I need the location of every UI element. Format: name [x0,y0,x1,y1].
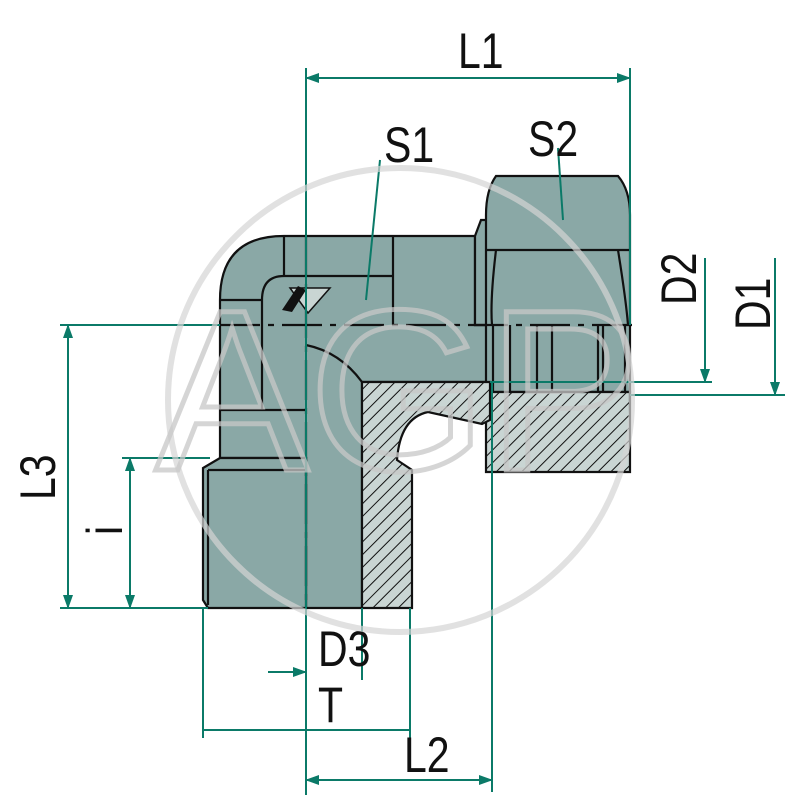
leader-s2 [557,147,564,221]
manufacturer-logo-icon [282,286,332,315]
body-section [360,380,492,610]
label-d2: D2 [651,253,707,305]
label-l1: L1 [458,23,504,79]
nut-section [484,390,632,474]
watermark: AGP [153,165,643,635]
label-d1: D1 [725,278,781,330]
label-l2: L2 [404,727,450,783]
leader-s1 [365,159,381,301]
label-l3: L3 [10,454,66,500]
label-s1: S1 [384,117,434,173]
fitting-body [201,174,640,610]
dimension-labels: L1 S1 S2 D2 D1 L3 i D3 T L2 [10,23,781,783]
label-s2: S2 [528,111,578,167]
label-t: T [318,677,343,733]
watermark-text: AGP [155,262,641,519]
label-i: i [77,526,133,535]
